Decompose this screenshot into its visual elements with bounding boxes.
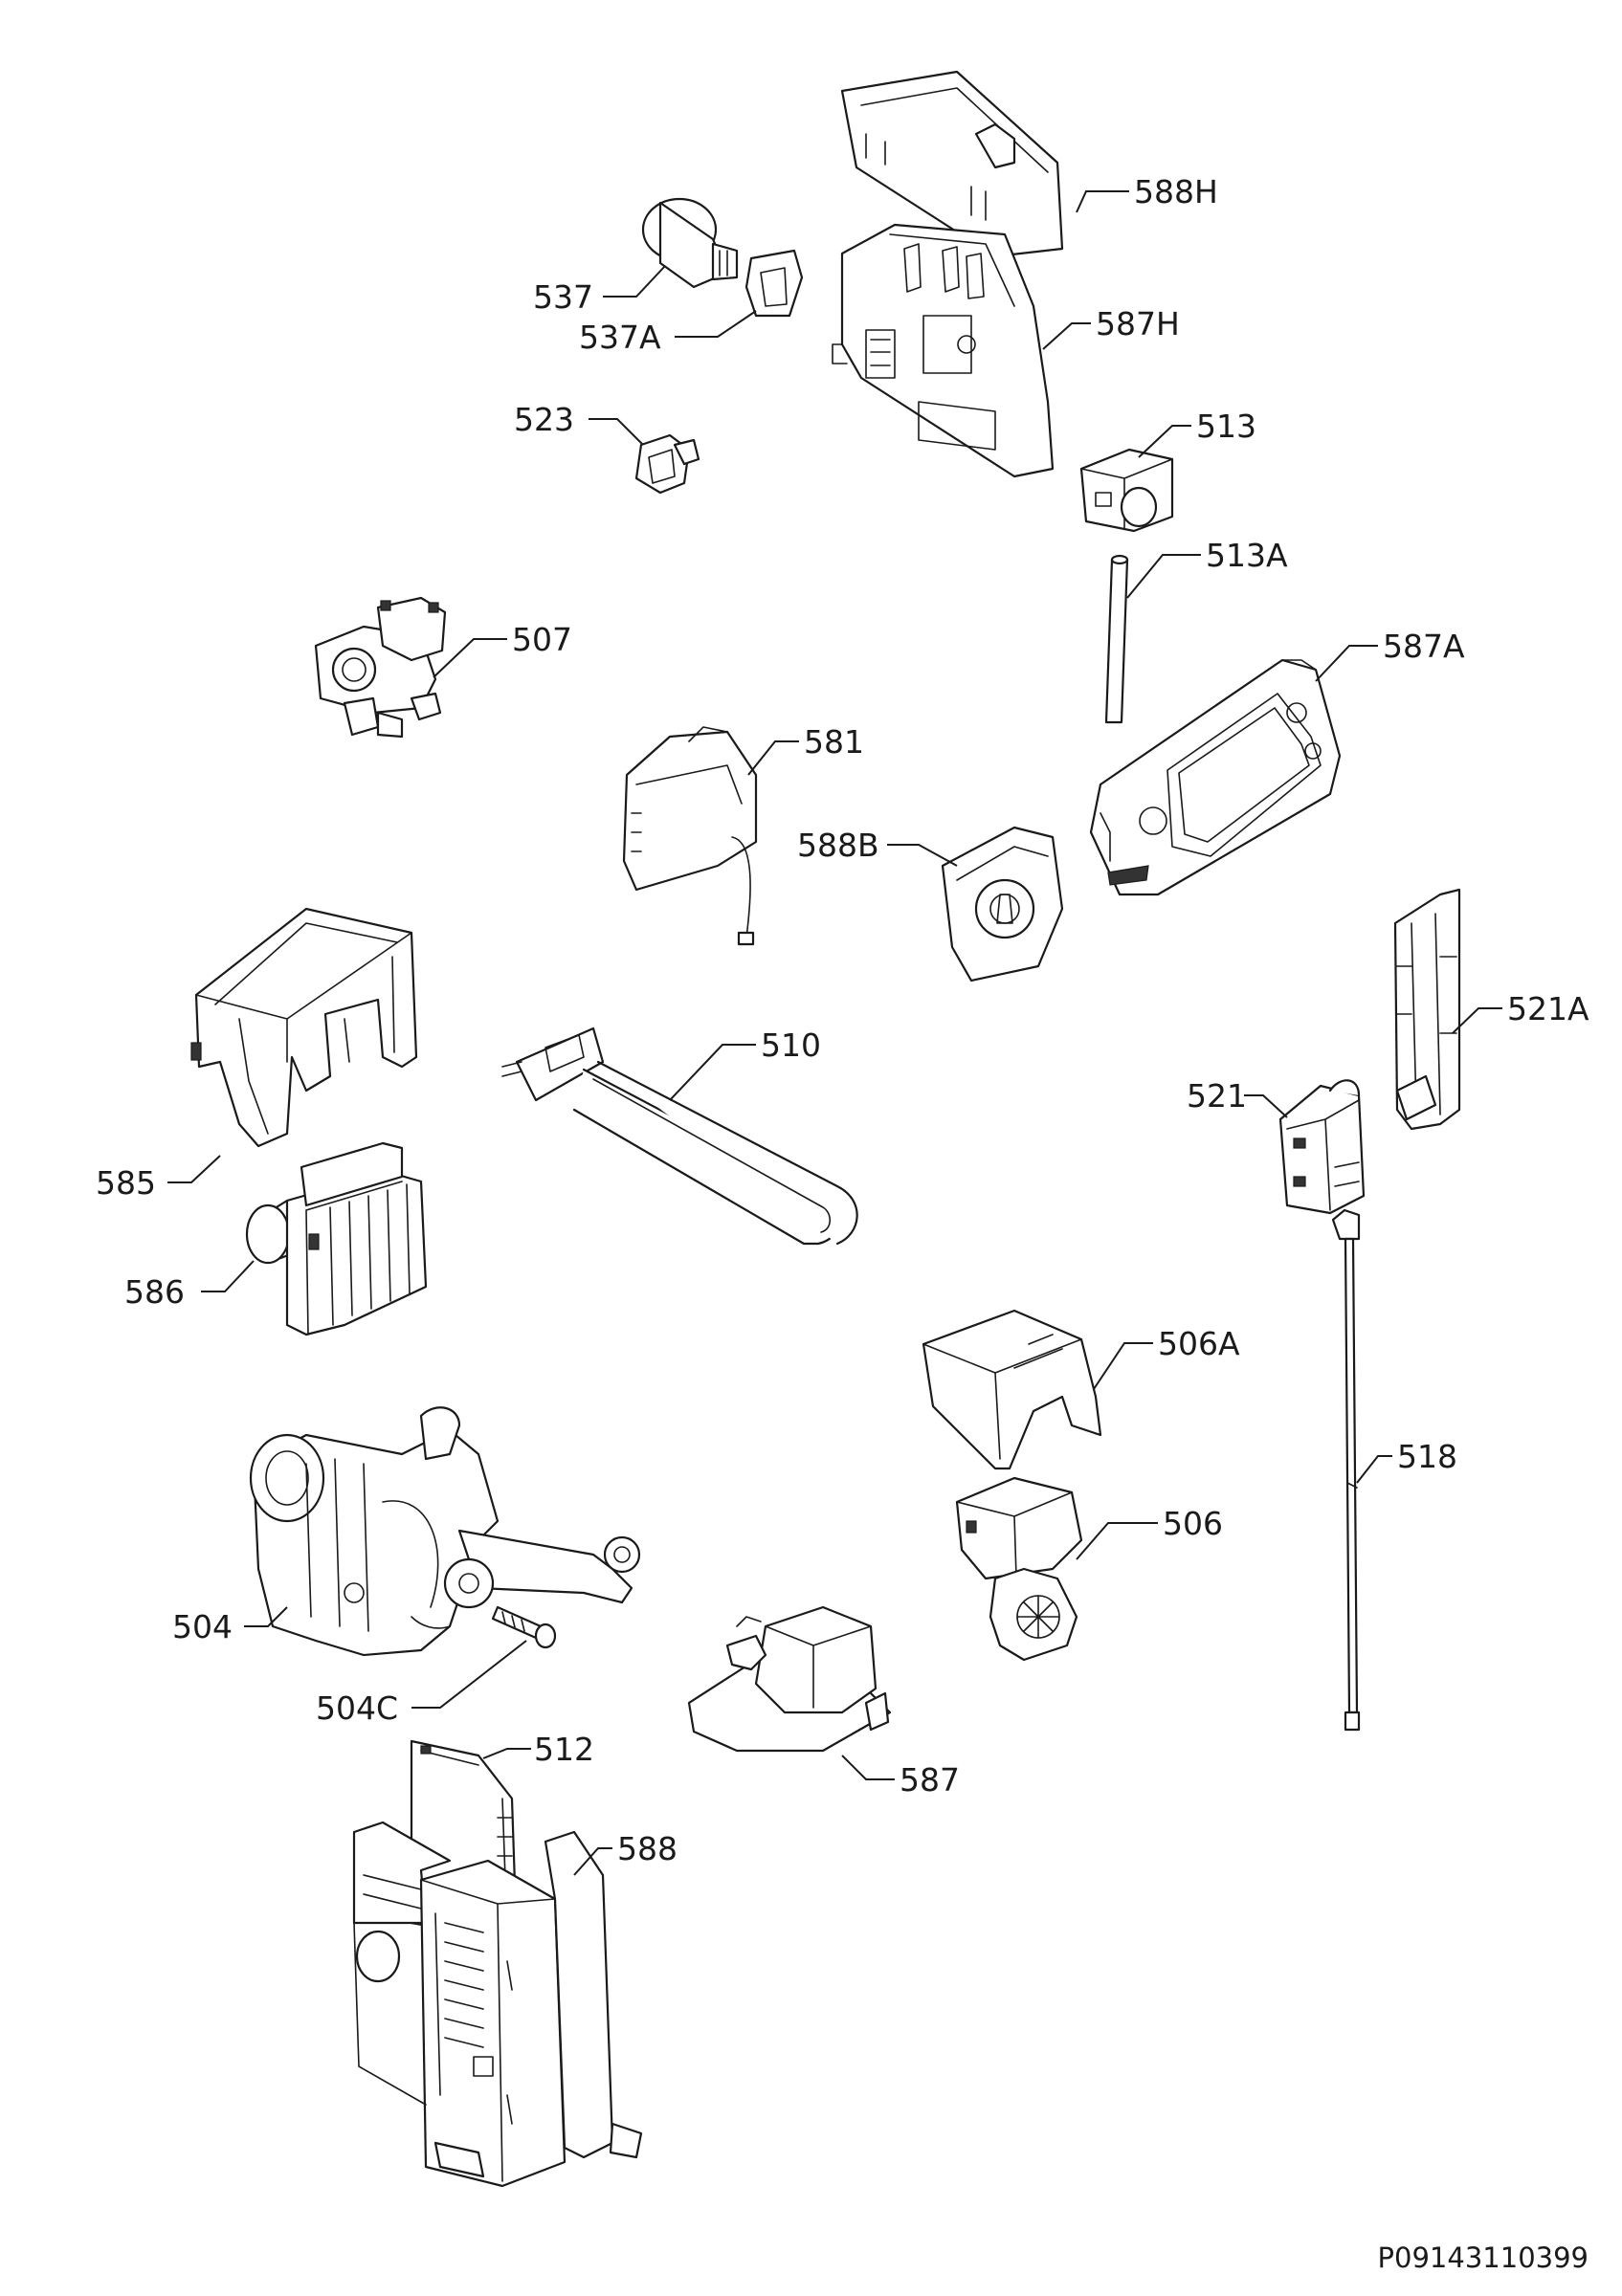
label-504: 504 (172, 1608, 233, 1645)
label-506: 506 (1163, 1505, 1223, 1542)
part-588B-knob[interactable] (941, 826, 1064, 982)
part-512-dispenser[interactable] (687, 1605, 892, 1753)
label-587: 512 (534, 1731, 594, 1768)
part-521-door-lock[interactable] (1278, 1079, 1366, 1215)
part-521A-bracket[interactable] (1393, 888, 1461, 1131)
label-586: 586 (124, 1273, 185, 1311)
part-587A-display-panel[interactable] (1089, 658, 1342, 896)
part-513A-hose[interactable] (1104, 554, 1129, 724)
label-587H: 587H (1096, 305, 1180, 342)
part-588-housing[interactable] (352, 1821, 643, 2188)
label-512: 587 (900, 1761, 960, 1799)
label-507: 507 (512, 621, 572, 658)
drawing-number: P09143110399 (1378, 2241, 1589, 2274)
part-513-sensor[interactable] (1079, 448, 1174, 533)
label-588: 588 (617, 1830, 678, 1867)
part-537A-cap[interactable] (744, 249, 804, 318)
label-581: 581 (804, 723, 864, 761)
label-537A: 537A (579, 319, 661, 356)
label-588B: 588B (797, 827, 879, 864)
part-507-valve[interactable] (314, 596, 447, 739)
part-510-heater[interactable] (501, 1027, 858, 1246)
label-504C: 504C (316, 1689, 398, 1727)
label-587A: 587A (1383, 628, 1465, 665)
part-586-heatsink[interactable] (245, 1141, 428, 1336)
label-521: 521 (1187, 1077, 1247, 1115)
part-506A-pump-cover[interactable] (922, 1309, 1102, 1470)
part-504C-screw[interactable] (491, 1605, 557, 1649)
label-585: 585 (96, 1164, 156, 1202)
part-506-drain-pump[interactable] (955, 1476, 1083, 1662)
label-506A: 506A (1158, 1325, 1240, 1362)
part-587H-module[interactable] (832, 223, 1055, 478)
part-581-module[interactable] (622, 726, 758, 946)
label-523: 523 (514, 401, 574, 438)
label-588H: 588H (1134, 173, 1218, 210)
label-513A: 513A (1206, 537, 1288, 574)
part-588H-cover[interactable] (840, 70, 1064, 258)
label-521A: 521A (1507, 990, 1589, 1027)
part-585-housing[interactable] (190, 907, 418, 1148)
label-537: 537 (533, 278, 593, 316)
label-513: 513 (1196, 408, 1256, 445)
part-523-clip[interactable] (634, 433, 700, 495)
part-537-capacitor[interactable] (641, 197, 739, 289)
label-518: 518 (1397, 1438, 1457, 1475)
part-504-motor[interactable] (249, 1406, 641, 1657)
part-518-cable[interactable] (1331, 1208, 1361, 1732)
label-510: 510 (761, 1027, 821, 1064)
